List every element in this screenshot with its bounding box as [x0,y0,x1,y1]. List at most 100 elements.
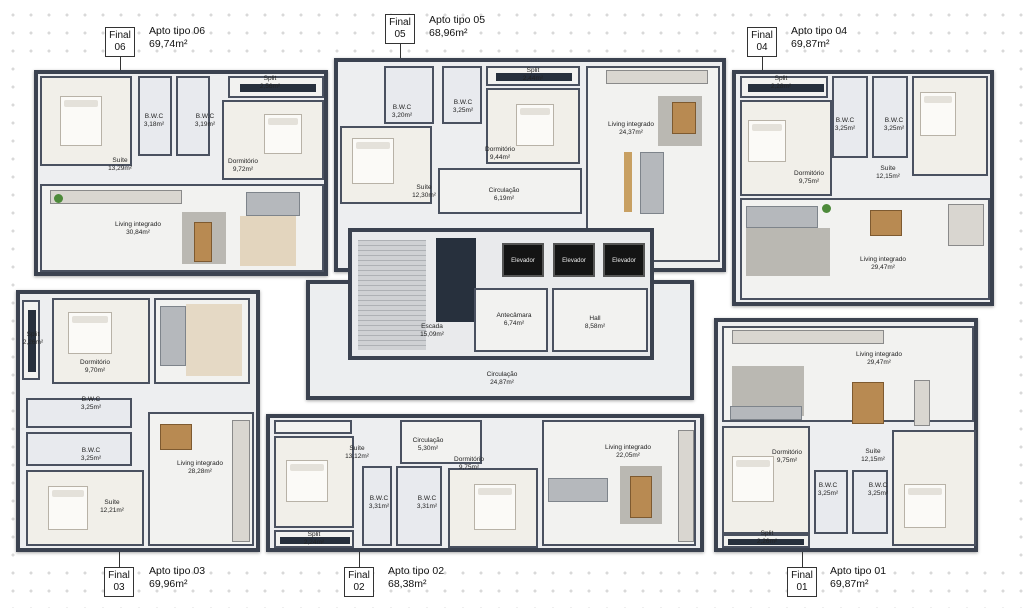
room-suite-upper [274,420,352,434]
kitchen-counter [232,420,250,542]
dining-table-icon [852,382,884,424]
leader-line [762,57,763,70]
bed-icon [904,484,946,528]
room-split [740,76,828,98]
room-antecamara [474,288,548,352]
apartment-03 [16,290,260,552]
room-circulacao [400,420,482,464]
sofa-icon [640,152,664,214]
bed-icon [286,460,328,502]
apartment-01 [714,318,978,552]
room-dormitorio [740,100,832,196]
room-split [274,530,354,548]
plant-icon [822,204,831,213]
room-dormitorio [486,88,580,164]
circulation-core-top [348,228,654,360]
rug [746,228,830,276]
room-bwc [26,432,132,466]
room-bwc [384,66,434,124]
ac-unit-icon [240,84,316,92]
room-living-upper [154,298,250,384]
room-bwc [442,66,482,124]
leader-line [120,57,121,70]
elevator-1: Elevador [502,243,544,277]
kitchen-counter [606,70,708,84]
apartment-02 [266,414,704,552]
room-bwc [138,76,172,156]
room-bwc [176,76,210,156]
room-bwc [832,76,868,158]
room-living [40,184,324,272]
room-living [542,420,696,546]
ac-unit-icon [496,73,572,81]
room-living [148,412,254,546]
room-circulacao [438,168,582,214]
room-dormitorio [448,468,538,548]
room-suite [274,436,354,528]
ac-unit-icon [28,310,36,372]
room-dormitorio [722,426,810,534]
apartment-06 [34,70,328,276]
leader-line [802,552,803,567]
ac-unit-icon [728,539,804,545]
room-suite [892,430,976,546]
room-dormitorio [52,298,150,384]
room-split [486,66,580,86]
bed-icon [48,486,88,530]
bed-icon [920,92,956,136]
ac-unit-icon [280,537,350,544]
room-bwc [396,466,442,546]
bed-icon [516,104,554,146]
elevator-3: Elevador [603,243,645,277]
dining-table-icon [630,476,652,518]
sofa-icon [730,406,802,420]
bed-icon [474,484,516,530]
room-bwc [362,466,392,546]
leader-line [400,44,401,58]
leader-line [359,552,360,567]
kitchen-counter [948,204,984,246]
bed-icon [68,312,112,354]
room-suite [340,126,432,204]
